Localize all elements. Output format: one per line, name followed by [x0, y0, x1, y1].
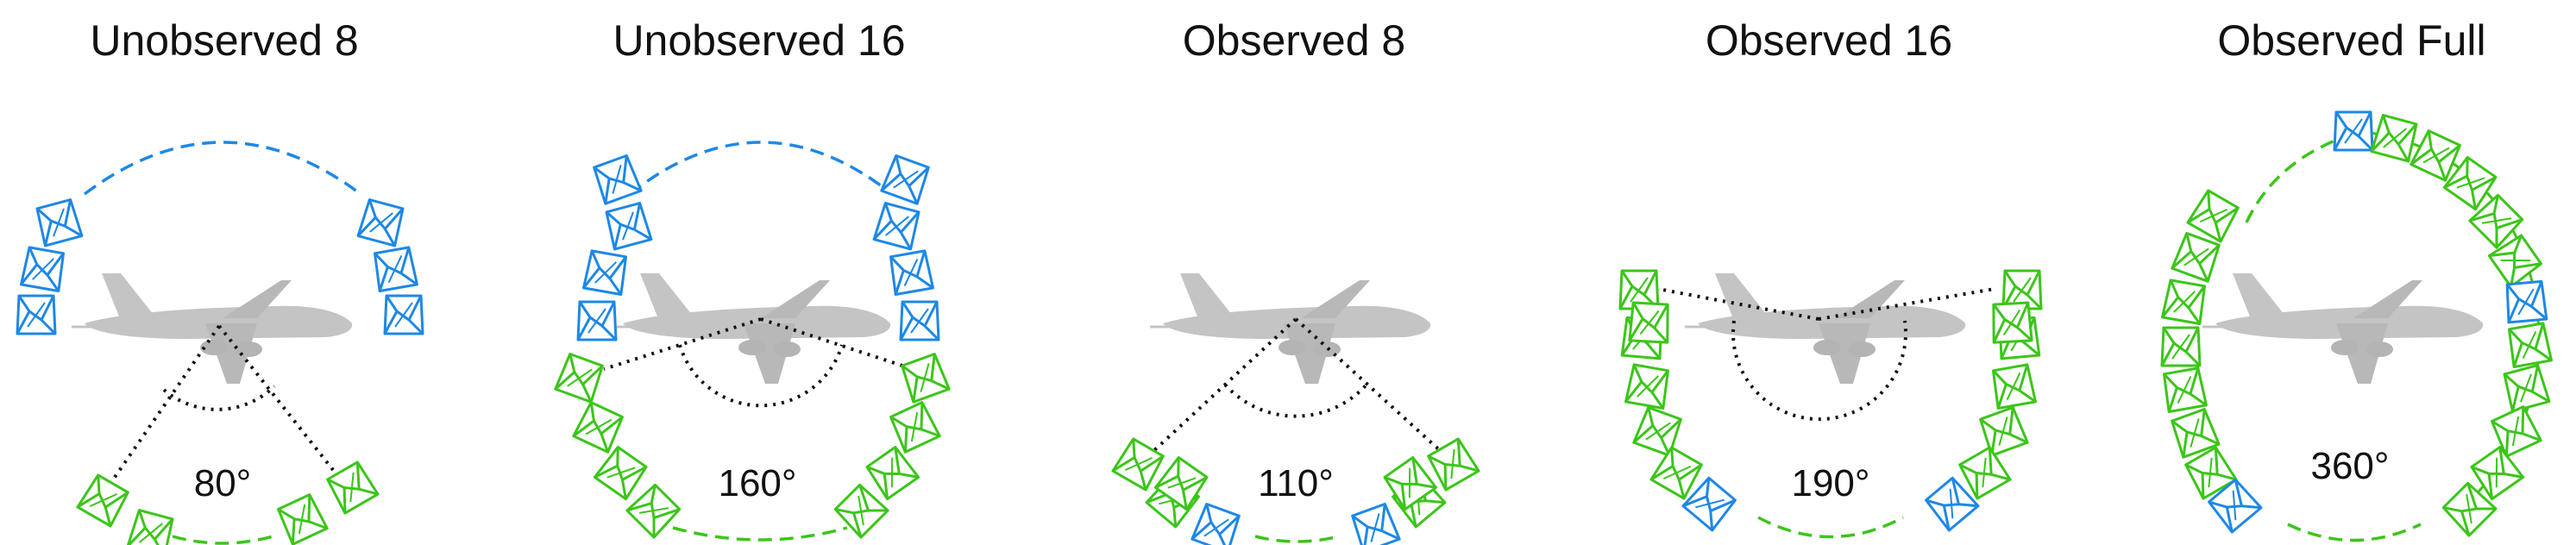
camera-ring-diagram: 360°	[2160, 110, 2553, 542]
observed-camera-icon	[1649, 445, 1705, 500]
unobserved-camera-icon	[383, 294, 424, 335]
camera-ring-diagram: 160°	[554, 141, 951, 542]
observed-camera-icon	[1111, 436, 1166, 492]
observed-camera-icon	[1628, 301, 1671, 344]
observed-arc-left	[2245, 136, 2342, 223]
observed-camera-icon	[1957, 445, 2012, 500]
unobserved-arc	[628, 141, 894, 196]
angle-label: 110°	[1258, 462, 1334, 504]
unobserved-camera-icon	[372, 246, 418, 292]
angle-label: 160°	[718, 462, 796, 504]
camera-ring-diagram: 80°	[16, 141, 424, 545]
airplane-icon	[70, 272, 354, 385]
observed-camera-icon	[2506, 322, 2553, 368]
airplane-icon	[1683, 272, 1967, 385]
observed-camera-icon	[1990, 301, 2033, 344]
unobserved-camera-icon	[591, 153, 643, 205]
unobserved-camera-icon	[880, 153, 932, 205]
unobserved-camera-icon	[603, 201, 653, 251]
panel-title: Observed 16	[1705, 16, 1953, 65]
unobserved-camera-icon	[2504, 279, 2548, 324]
observed-camera-icon	[1990, 363, 2037, 410]
observed-camera-icon	[2186, 188, 2241, 243]
angle-arc	[1223, 383, 1368, 418]
panel-observed-full: Observed Full 360°	[2127, 0, 2576, 545]
angle-line-right	[1818, 287, 1995, 321]
observed-camera-icon	[126, 508, 176, 545]
observed-camera-icon	[1425, 436, 1480, 492]
observed-arc	[672, 526, 848, 542]
unobserved-camera-icon	[899, 300, 940, 341]
observed-camera-icon	[2171, 231, 2222, 283]
angle-line-right	[760, 317, 914, 371]
airplane-icon	[1148, 272, 1432, 385]
unobserved-camera-icon	[582, 249, 629, 296]
unobserved-camera-icon	[356, 197, 406, 247]
observed-camera-icon	[76, 473, 131, 528]
panel-title: Observed Full	[2217, 16, 2486, 65]
panel-title: Unobserved 8	[90, 16, 359, 65]
observed-camera-icon	[2410, 128, 2463, 182]
panel-title: Unobserved 16	[613, 16, 906, 65]
angle-arc	[162, 385, 276, 411]
camera-ring-diagram: 110°	[1111, 272, 1480, 545]
observed-camera-icon	[899, 352, 951, 404]
observed-camera-icon	[593, 444, 650, 501]
observed-camera-icon	[2370, 113, 2420, 163]
unobserved-camera-icon	[34, 197, 84, 247]
panel-unobserved-16: Unobserved 16 160°	[535, 0, 983, 545]
unobserved-camera-icon	[576, 300, 618, 341]
panel-observed-16: Observed 16 190°	[1605, 0, 2053, 545]
angle-label: 360°	[2310, 445, 2389, 487]
angle-line-left	[1150, 317, 1297, 454]
panel-observed-8: Observed 8 110°	[1070, 0, 1518, 545]
panel-unobserved-8: Unobserved 8 80°	[0, 0, 449, 545]
observed-camera-icon	[2501, 363, 2551, 413]
observed-arc	[172, 535, 273, 545]
observed-camera-icon	[2161, 279, 2208, 325]
panel-title: Observed 8	[1182, 16, 1406, 65]
observed-camera-icon	[625, 482, 682, 539]
observed-camera-icon	[1624, 363, 1671, 410]
observed-camera-icon	[2160, 326, 2202, 367]
observed-camera-icon	[554, 352, 606, 404]
observed-arc	[1757, 516, 1904, 539]
unobserved-camera-icon	[1349, 502, 1401, 545]
observed-camera-icon	[275, 492, 329, 545]
angle-label: 80°	[194, 462, 252, 504]
observed-camera-icon	[572, 400, 625, 454]
observed-camera-icon	[2161, 366, 2208, 413]
airplane-icon	[2201, 272, 2485, 385]
unobserved-camera-icon	[20, 246, 66, 292]
airplane-icon	[608, 272, 892, 385]
unobserved-camera-icon	[2333, 110, 2374, 152]
angle-arc	[1731, 320, 1907, 422]
observed-arc	[1254, 535, 1340, 543]
angle-line-right	[1294, 317, 1444, 454]
angle-label: 190°	[1791, 462, 1869, 504]
unobserved-arc	[83, 141, 362, 196]
angle-line-left	[1657, 287, 1819, 321]
observed-camera-icon	[888, 400, 941, 454]
observed-camera-icon	[832, 482, 889, 539]
observed-arc-bottom	[2287, 523, 2422, 542]
unobserved-camera-icon	[16, 294, 57, 335]
unobserved-camera-icon	[872, 201, 922, 251]
observed-camera-icon	[864, 444, 920, 501]
unobserved-camera-icon	[888, 249, 934, 296]
camera-ring-diagram: 190°	[1618, 269, 2043, 539]
angle-line-left	[603, 317, 762, 371]
unobserved-camera-icon	[1191, 502, 1242, 545]
